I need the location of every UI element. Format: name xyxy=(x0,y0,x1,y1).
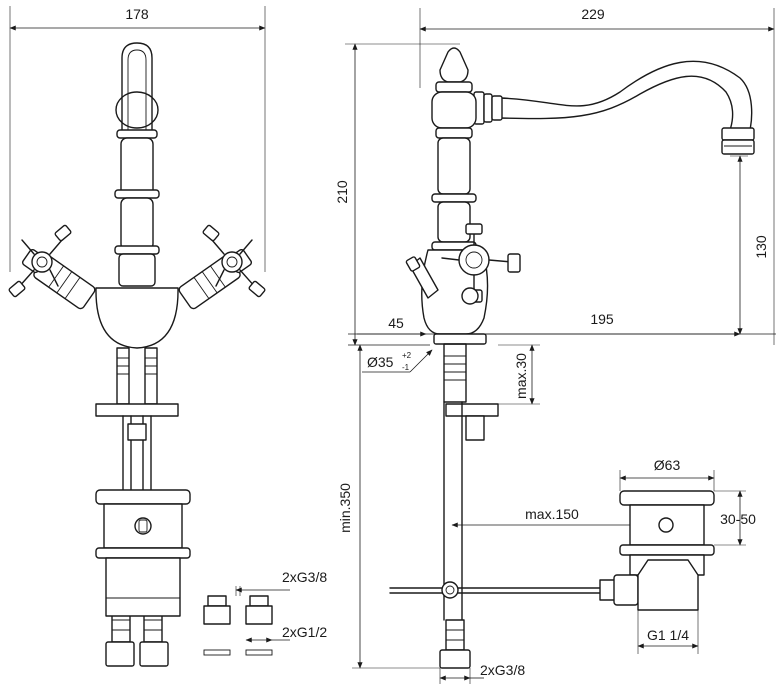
dimension-waste-range: 30-50 xyxy=(714,490,756,546)
max-pull-rod-label: max.150 xyxy=(525,506,579,522)
dimension-spout-length: 229 xyxy=(419,6,775,345)
waste-thread-label: G1 1/4 xyxy=(647,627,689,643)
connection-bottom-label: 2xG3/8 xyxy=(480,662,525,678)
front-supply-tails xyxy=(95,347,179,667)
dimension-waste-thread: G1 1/4 xyxy=(637,627,699,649)
min-tail-label: min.350 xyxy=(337,483,353,533)
front-column xyxy=(114,129,160,287)
side-waste xyxy=(613,490,715,654)
waste-range-label: 30-50 xyxy=(720,511,756,527)
hole-tol-plus: +2 xyxy=(402,351,412,360)
front-spout xyxy=(115,42,159,133)
dimension-hole-diameter: Ø35 +2 -1 xyxy=(362,349,433,373)
hole-diameter-label: Ø35 xyxy=(367,354,394,370)
front-body xyxy=(95,287,179,349)
side-spout xyxy=(473,60,755,155)
dimension-max-deck: max.30 xyxy=(498,344,540,405)
front-cross-right xyxy=(202,224,266,298)
reach-label: 195 xyxy=(590,311,614,327)
adapter-lower-label: 2xG1/2 xyxy=(282,624,327,640)
front-cross-left xyxy=(8,224,72,298)
dimension-waste-diameter: Ø63 xyxy=(619,457,715,491)
clearance-label: 130 xyxy=(753,235,769,259)
dimension-spout-clearance: 130 xyxy=(730,155,769,335)
hole-tol-minus: -1 xyxy=(402,363,410,372)
front-width-dimension: 178 xyxy=(9,6,266,272)
front-handle-left xyxy=(21,248,96,310)
pull-rod xyxy=(389,579,617,601)
side-view: 229 210 130 45 195 xyxy=(334,6,776,684)
side-underdeck xyxy=(433,333,499,669)
waste-diameter-label: Ø63 xyxy=(654,457,681,473)
max-deck-label: max.30 xyxy=(513,353,529,399)
adapter-upper-label: 2xG3/8 xyxy=(282,569,327,585)
front-waste xyxy=(95,489,191,617)
side-body xyxy=(405,223,521,335)
dimension-height: 210 xyxy=(334,43,460,346)
offset-label: 45 xyxy=(388,315,404,331)
side-column xyxy=(431,47,477,251)
height-label: 210 xyxy=(334,180,350,204)
dimension-reach: 45 195 xyxy=(357,300,741,338)
front-width-label: 178 xyxy=(125,6,149,22)
front-handle-right xyxy=(178,248,253,310)
front-view: 178 xyxy=(8,6,266,667)
spout-length-label: 229 xyxy=(581,6,605,22)
dimension-min-tail: min.350 xyxy=(337,344,440,669)
dimension-connection-bottom: 2xG3/8 xyxy=(439,662,525,684)
adapters: 2xG3/8 2xG1/2 xyxy=(203,569,327,656)
